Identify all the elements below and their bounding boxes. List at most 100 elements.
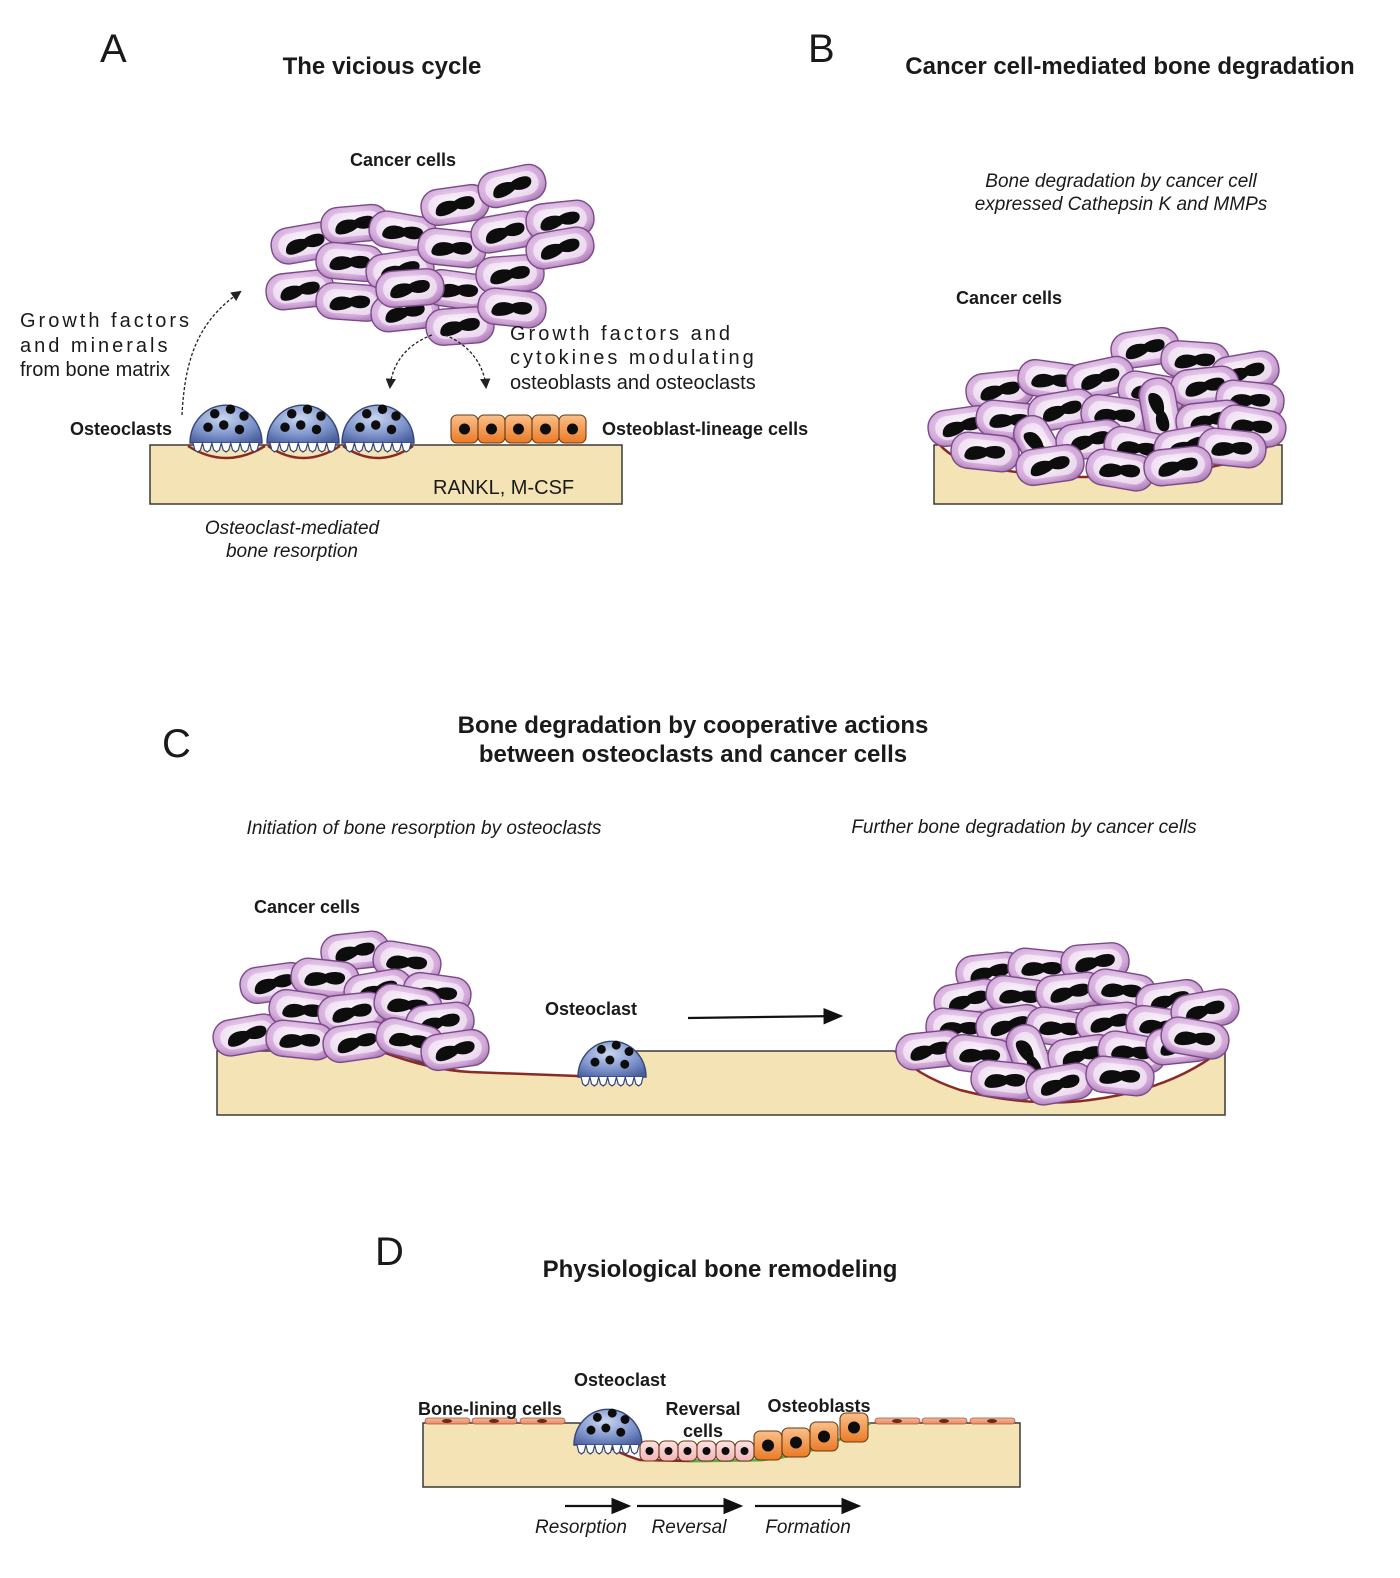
cancer-cell (375, 1017, 445, 1063)
cancer-cell-nucleus (279, 1034, 321, 1048)
panel-c-osteoclast-label: Osteoclast (545, 999, 637, 1019)
growth-right-line-2: cytokines modulating (510, 347, 757, 369)
panel-a-bone (149, 444, 623, 505)
osteoclast-nucleus (225, 404, 236, 414)
osteoclast-nucleus (296, 420, 306, 430)
panel-d-osteoblasts-label: Osteoblasts (767, 1396, 870, 1416)
cancer-cell-nucleus (389, 1032, 430, 1049)
panel-c-left-caption: Initiation of bone resorption by osteocl… (247, 818, 602, 839)
bone-lining-cell (424, 1417, 471, 1425)
panel-b-subtitle-line-1: Bone degradation by cancer cell (985, 171, 1257, 192)
osteoclast-nucleus (316, 411, 326, 421)
osteoclast-nucleus (234, 424, 245, 435)
osteoclast-nucleus (377, 404, 388, 414)
panel-b-cancer-cells-label: Cancer cells (956, 288, 1062, 308)
ruffled-border (192, 440, 260, 453)
osteoclast-nucleus (391, 411, 401, 421)
panel-d-bone-lining-cells (424, 1417, 1016, 1425)
osteoblast-lineage-cell (531, 414, 560, 444)
reversal-cell (677, 1440, 698, 1462)
cancer-cell (965, 369, 1035, 411)
cancer-cell (315, 282, 385, 322)
cancer-cell-nucleus (1090, 1013, 1130, 1033)
osteoclast-nucleus (611, 1040, 621, 1050)
osteoclast-cell (573, 1408, 643, 1455)
cancer-cell-nucleus (1174, 353, 1216, 369)
bone-lining-cell (519, 1417, 566, 1425)
ruffled-border (576, 1444, 640, 1455)
cancer-cell-nucleus (337, 1033, 377, 1054)
cancer-cell-nucleus (540, 211, 580, 231)
panel-d-reversal-label-line-2: cells (683, 1421, 723, 1441)
cancer-cell-nucleus (254, 974, 294, 995)
panel-a-osteoclasts (189, 404, 415, 453)
osteoclast-cell (341, 404, 415, 453)
reversal-cell (734, 1440, 755, 1462)
reversal-cell (639, 1440, 660, 1462)
panel-c-right-cancer-cluster (895, 942, 1240, 1106)
osteoblast-cell (781, 1427, 811, 1458)
ruffled-border (580, 1076, 644, 1087)
cancer-cell-nucleus (1075, 954, 1115, 973)
osteoblast-cell (809, 1421, 839, 1452)
panel-d-osteoclast (573, 1408, 643, 1455)
cancer-cell-nucleus (1211, 442, 1253, 456)
cancer-cell (212, 1013, 282, 1057)
phase-label-reversal: Reversal (652, 1517, 728, 1538)
panel-a-cancer-cells-label: Cancer cells (350, 150, 456, 170)
growth-left-line-1: Growth factors (20, 310, 192, 332)
bone-lining-cell (471, 1417, 518, 1425)
panel-b: B Cancer cell-mediated bone degradation … (808, 27, 1355, 505)
cancer-cell-nucleus (1015, 1040, 1042, 1077)
cancer-cell-nucleus (1039, 1021, 1081, 1036)
arrow-bone-to-cancer (181, 290, 242, 416)
bone-lining-cell (874, 1417, 921, 1425)
cancer-cell-nucleus (440, 318, 480, 337)
cancer-cell-nucleus (540, 238, 580, 260)
panel-d-letter: D (375, 1230, 404, 1274)
cancer-cell (1015, 443, 1085, 487)
arrow-cancer-to-osteoblasts (444, 334, 491, 390)
cancer-cell-nucleus (282, 1003, 324, 1018)
panel-a-caption-line-1: Osteoclast-mediated (205, 518, 381, 539)
cancer-cell-nucleus (332, 1003, 372, 1023)
osteoclast-nucleus (605, 1055, 615, 1065)
panel-c-left-cancer-cluster (212, 930, 490, 1072)
cancer-cell (1035, 971, 1105, 1013)
panel-a-caption-line-2: bone resorption (226, 541, 358, 562)
arrow-cancer-to-osteoclasts (385, 334, 433, 390)
cancer-cell-nucleus (910, 1041, 950, 1061)
cancer-cell-nucleus (1101, 983, 1143, 998)
cancer-cell-nucleus (329, 255, 371, 271)
cancer-cell (475, 254, 545, 294)
cancer-cell (420, 1028, 490, 1072)
panel-d-bone-lining-label: Bone-lining cells (418, 1399, 562, 1419)
cancer-cell (290, 957, 360, 999)
cancer-cell-nucleus (1231, 419, 1273, 434)
osteoclast-nucleus (620, 1059, 630, 1069)
panel-c-progression-arrow (687, 1007, 844, 1025)
osteoclast-nucleus (607, 1408, 617, 1418)
growth-left-line-2: and minerals (20, 335, 171, 357)
osteoclast-nucleus (616, 1427, 626, 1437)
osteoclast-nucleus (219, 420, 229, 430)
osteoclast-nucleus (311, 424, 322, 435)
osteoblast-lineage-cell (477, 414, 506, 444)
panel-c-right-caption: Further bone degradation by cancer cells (851, 817, 1197, 838)
cancer-cell (417, 227, 487, 269)
osteoclast-nucleus (624, 1047, 634, 1056)
cancer-cell-nucleus (1094, 408, 1136, 423)
cancer-cell-nucleus (1081, 368, 1120, 391)
cancer-cell-nucleus (942, 417, 982, 438)
panel-d-reversal-cells (639, 1440, 755, 1462)
panel-b-letter: B (808, 27, 835, 71)
cancer-cell-nucleus (435, 1041, 475, 1062)
cancer-cell-nucleus (1158, 457, 1198, 477)
panel-d-osteoblasts (753, 1412, 869, 1461)
panel-c-title-line-2: between osteoclasts and cancer cells (479, 741, 907, 768)
cancer-cell-nucleus (1030, 456, 1070, 477)
cancer-cell-nucleus (970, 963, 1010, 983)
cancer-cell (1085, 448, 1155, 492)
cancer-cell-nucleus (1174, 1031, 1216, 1046)
cancer-cell (420, 183, 490, 227)
